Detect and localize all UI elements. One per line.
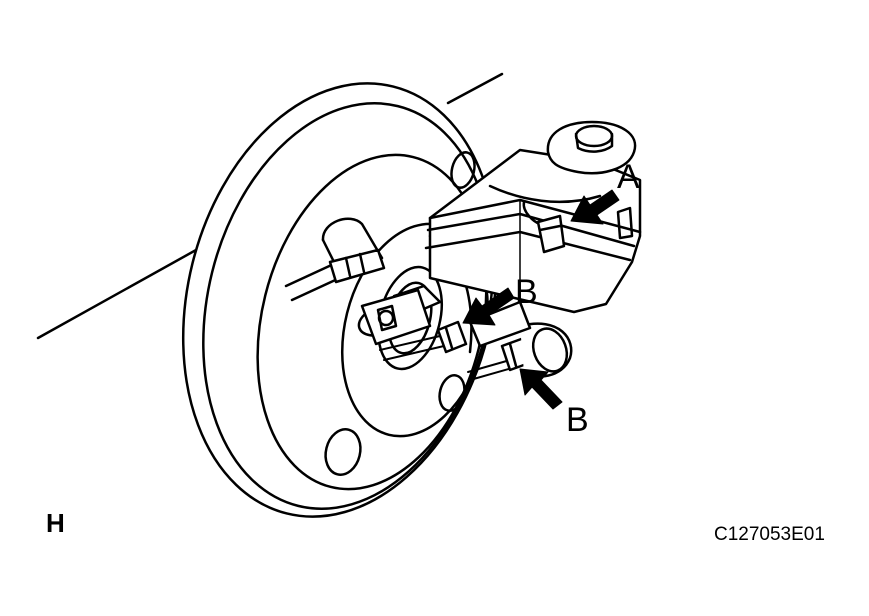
arrow-b-upper-icon xyxy=(462,287,515,326)
arrow-b-lower-icon xyxy=(519,368,563,410)
callout-b-lower-label: B xyxy=(566,401,589,439)
figure-code-label: C127053E01 xyxy=(714,524,825,545)
callout-a-label: A xyxy=(617,158,640,196)
view-letter-label: H xyxy=(46,508,65,538)
arrow-a-icon xyxy=(570,189,620,225)
master-cylinder xyxy=(357,284,573,378)
dash-panel-lines xyxy=(36,72,504,340)
check-valve-hose xyxy=(284,217,386,302)
brake-booster xyxy=(181,82,499,518)
callout-b-upper-label: B xyxy=(515,273,538,311)
